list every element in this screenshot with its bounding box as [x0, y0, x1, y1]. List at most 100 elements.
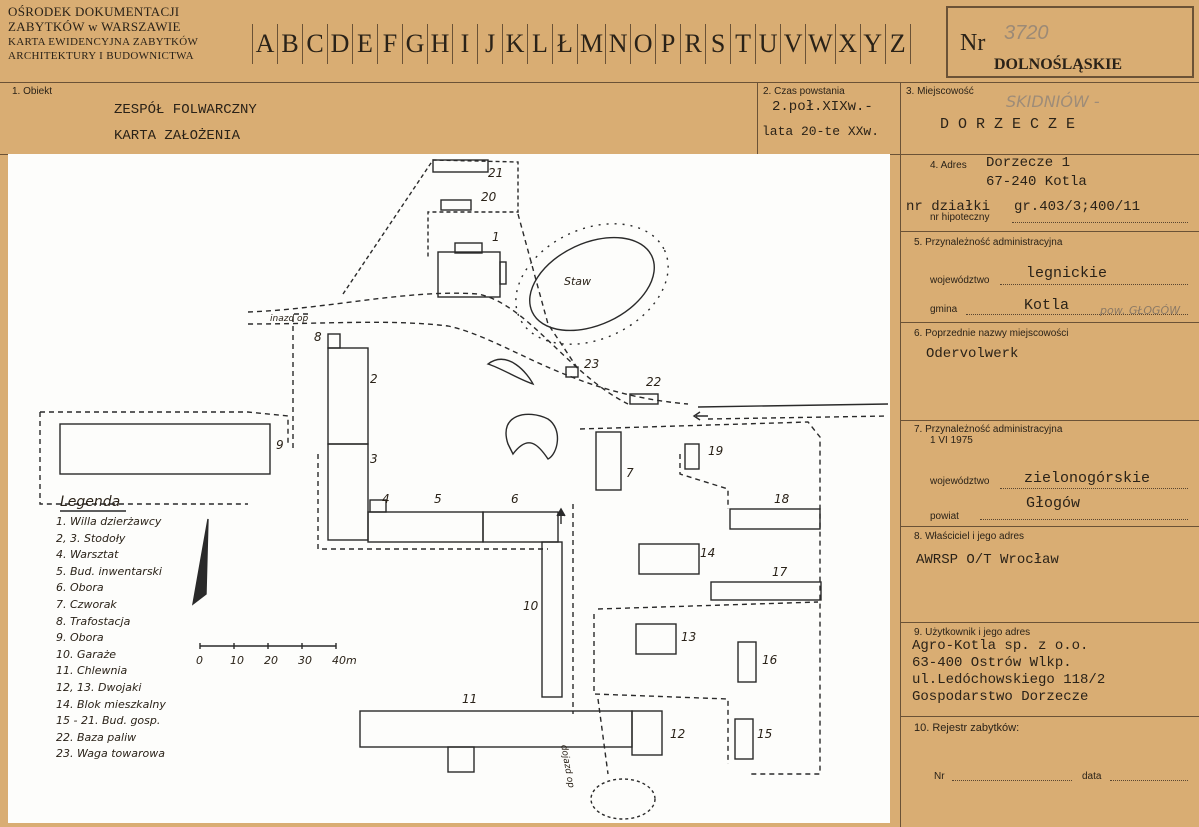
legend-item: 14. Blok mieszkalny — [56, 697, 166, 711]
institution-line-2: ZABYTKÓW w WARSZAWIE — [8, 19, 181, 34]
road-edge — [697, 403, 889, 408]
legend-item: 12, 13. Dwojaki — [56, 680, 142, 694]
path — [247, 292, 629, 405]
f1-label: 1. Obiekt — [12, 86, 53, 97]
shrub-bed — [486, 358, 535, 386]
address-line-1: Dorzecze 1 — [986, 155, 1071, 171]
legend-item: 11. Chlewnia — [56, 664, 128, 678]
building-6 — [482, 511, 559, 543]
plot-boundary — [679, 454, 729, 509]
f6-label: 6. Poprzednie nazwy miejscowości — [914, 328, 1069, 339]
f7-voiv-label: województwo — [930, 476, 990, 487]
north-arrow — [191, 518, 209, 606]
building-20 — [440, 199, 472, 211]
building-number: 8 — [314, 330, 322, 344]
index-letter: Ł — [553, 24, 578, 64]
path — [247, 321, 689, 405]
legend-item: 15 - 21. Bud. gosp. — [56, 714, 161, 728]
divider — [900, 716, 1199, 717]
index-letter: W — [806, 24, 836, 64]
place-name: D O R Z E C Z E — [940, 116, 1076, 133]
plot-boundary — [593, 614, 729, 764]
dotted-line — [980, 519, 1188, 520]
scale-label: 30 — [298, 654, 312, 667]
shrub-bed — [505, 413, 559, 460]
index-letter: O — [631, 24, 657, 64]
building-number: 11 — [462, 692, 478, 706]
building-number: 18 — [774, 492, 790, 506]
building-number: 2 — [370, 372, 378, 386]
site-plan-drawing — [39, 159, 889, 820]
road-edge — [707, 415, 889, 420]
scale-label: 10 — [230, 654, 244, 667]
object-name: ZESPÓŁ FOLWARCZNY — [114, 102, 257, 118]
legend-item: 22. Baza paliw — [56, 730, 137, 744]
legend-item: 7. Czworak — [56, 597, 117, 611]
f7-voiv-value: zielonogórskie — [1024, 470, 1151, 487]
index-letter: S — [706, 24, 732, 64]
building-1-porch — [454, 242, 483, 254]
building-number: 9 — [276, 438, 284, 452]
nr-label: Nr — [960, 30, 986, 56]
region-name: DOLNOŚLĄSKIE — [994, 56, 1123, 73]
object-subtitle: KARTA ZAŁOŻENIA — [114, 128, 241, 144]
building-number: 4 — [382, 492, 390, 506]
building-number: 19 — [708, 444, 724, 458]
card-type-line-1: KARTA EWIDENCYJNA ZABYTKÓW — [8, 36, 199, 48]
divider — [900, 82, 901, 827]
divider — [900, 322, 1199, 323]
plot-boundary — [579, 421, 821, 775]
f5-gmina-label: gmina — [930, 304, 958, 315]
dotted-line — [1110, 780, 1188, 781]
building-number: 1 — [492, 230, 500, 244]
building-3 — [327, 443, 369, 541]
f7-label: 7. Przynależność administracyjna — [914, 424, 1063, 435]
building-10 — [541, 541, 563, 698]
building-18 — [729, 508, 821, 530]
index-letter: G — [403, 24, 428, 64]
scale-label: 20 — [264, 654, 278, 667]
number-box: Nr 3720 DOLNOŚLĄSKIE — [946, 6, 1194, 78]
f7-powiat-label: powiat — [930, 511, 959, 522]
dotted-line — [1000, 488, 1188, 489]
legend-item: 4. Warsztat — [56, 548, 119, 562]
address-line-2: 67-240 Kotla — [986, 174, 1087, 190]
building-15 — [734, 718, 754, 760]
f9-label: 9. Użytkownik i jego adres — [914, 627, 1031, 638]
index-letter: P — [656, 24, 682, 64]
building-number: 6 — [511, 492, 519, 506]
index-letter: H — [428, 24, 453, 64]
building-number: 15 — [757, 727, 773, 741]
card-header: OŚRODEK DOKUMENTACJI ZABYTKÓW w WARSZAWI… — [0, 0, 1199, 83]
f4-label: 4. Adres — [930, 160, 967, 171]
plot-boundary — [39, 411, 289, 505]
index-letter: L — [528, 24, 553, 64]
road-label-top: inazd op — [270, 314, 309, 324]
plot-boundary — [597, 698, 609, 775]
index-letter: N — [606, 24, 632, 64]
building-19 — [684, 443, 700, 470]
divider — [757, 82, 758, 154]
f8-value: AWRSP O/T Wrocław — [916, 552, 1059, 568]
building-9 — [59, 423, 271, 475]
index-letter: E — [353, 24, 378, 64]
building-7 — [595, 431, 622, 491]
building-number: 13 — [681, 630, 697, 644]
building-number: 5 — [434, 492, 442, 506]
pond-label: Staw — [564, 275, 592, 288]
building-14 — [638, 543, 700, 575]
legend-item: 9. Obora — [56, 631, 104, 645]
building-number: 14 — [700, 546, 716, 560]
building-11 — [359, 710, 633, 748]
index-letter: F — [378, 24, 403, 64]
f5-gmina-value: Kotla — [1024, 297, 1070, 314]
divider — [900, 231, 1199, 232]
plot-boundary — [342, 159, 519, 295]
mortgage-line — [1012, 222, 1188, 223]
date-line-2: lata 20-te XXw. — [762, 124, 880, 139]
building-number: 12 — [670, 727, 686, 741]
scale-label: 0 — [196, 654, 203, 667]
index-letter: C — [303, 24, 328, 64]
